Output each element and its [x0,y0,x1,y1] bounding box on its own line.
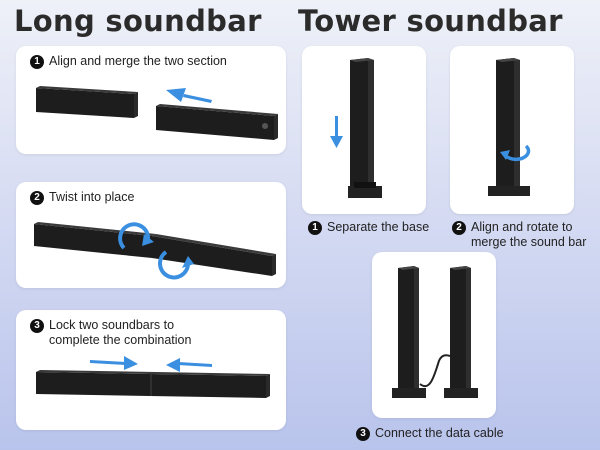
step-number-badge: 2 [452,220,466,235]
rotate-arrow-icon [118,222,151,250]
tower-step-3-illustration [392,266,478,398]
arrow-icon [90,356,138,370]
long-step-2-illustration [34,222,276,280]
card-long-step-1: 1 Align and merge the two section [16,46,286,154]
rotate-arrow-icon [504,144,531,162]
card-tower-step-1 [302,46,426,214]
long-step-1-caption: 1 Align and merge the two section [30,54,227,69]
soundbar-left-section [36,86,138,118]
arrow-down-icon [330,116,343,148]
tower-step-1-caption: 1 Separate the base [308,220,429,235]
step-number-badge: 3 [356,426,370,441]
tower-step-2-caption: 2 Align and rotate to merge the sound ba… [452,220,586,250]
tower-step-2-text: Align and rotate to merge the sound bar [471,220,587,249]
step-number-badge: 3 [30,318,44,333]
tower-step-1-text: Separate the base [327,220,430,234]
card-long-step-3: 3 Lock two soundbars to complete the com… [16,310,286,430]
tower-step-3-text: Connect the data cable [375,426,504,440]
card-tower-step-2 [450,46,574,214]
step-number-badge: 2 [30,190,44,205]
heading-long-soundbar: Long soundbar [14,4,262,38]
long-step-3-text: Lock two soundbars to complete the combi… [49,318,192,347]
step-number-badge: 1 [308,220,322,235]
tower-step-2-illustration [488,58,531,196]
long-step-1-illustration [36,86,278,140]
tower-step-3-caption: 3 Connect the data cable [356,426,504,441]
card-tower-step-3 [372,252,496,418]
card-long-step-2: 2 Twist into place [16,182,286,288]
heading-tower-soundbar: Tower soundbar [298,4,563,38]
step-number-badge: 1 [30,54,44,69]
tower-step-1-illustration [330,58,382,198]
long-step-2-text: Twist into place [49,190,135,204]
long-step-3-caption: 3 Lock two soundbars to complete the com… [30,318,191,348]
data-cable [419,354,451,387]
long-step-3-illustration [36,356,270,398]
long-step-2-caption: 2 Twist into place [30,190,134,205]
rotate-arrow-icon [158,250,190,280]
arrow-icon [166,358,212,372]
arrow-icon [166,88,212,103]
long-step-1-text: Align and merge the two section [49,54,227,68]
soundbar-right-section [156,104,278,140]
